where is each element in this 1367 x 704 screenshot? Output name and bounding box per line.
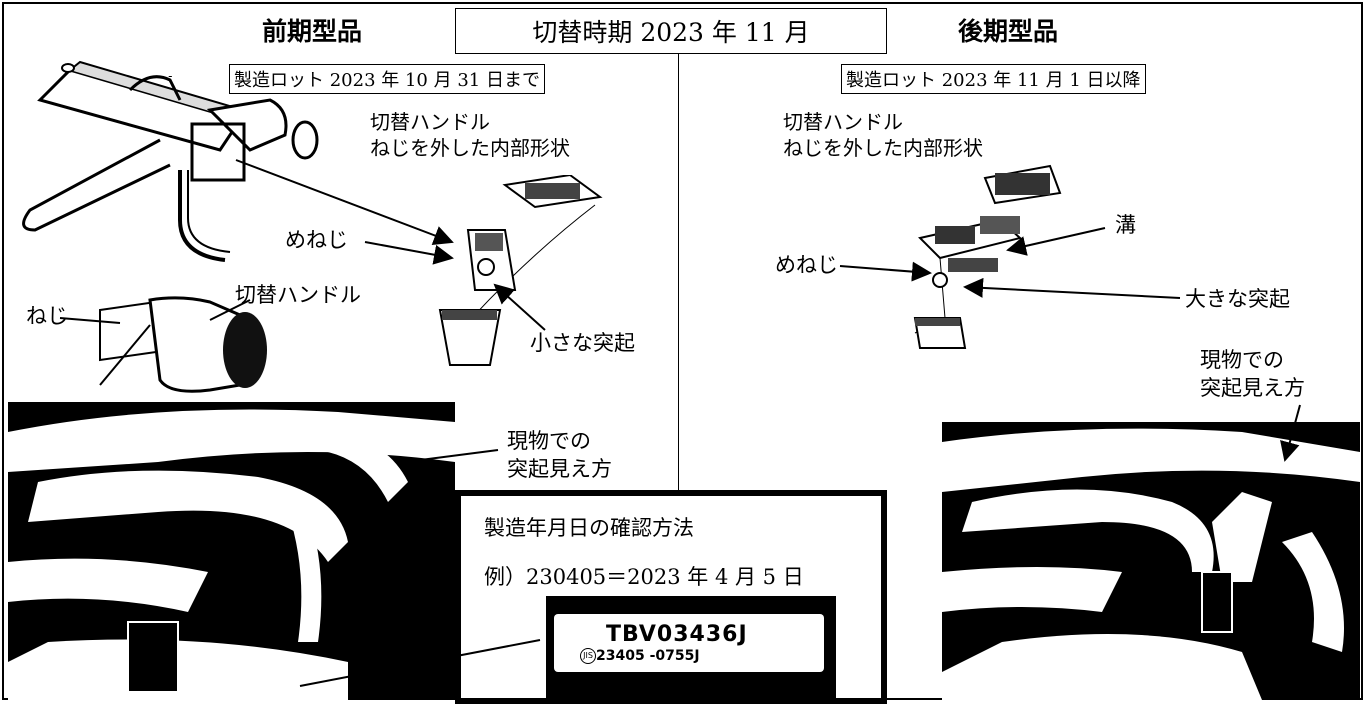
after-large-protrusion-label: 大きな突起 [1185, 287, 1290, 311]
screw-leader [59, 317, 121, 324]
after-large-protrusion-arrow [963, 277, 1181, 299]
switch-period-text: 切替時期 2023 年 11 月 [532, 18, 810, 47]
product-label-image: TBV03436J JIS 23405 -0755J [546, 596, 836, 701]
switch-handle-leader [209, 299, 251, 321]
before-actual-view-leader [404, 449, 499, 463]
after-actual-view-2: 突起見え方 [1200, 376, 1305, 400]
before-actual-view-1: 現物での [505, 428, 593, 456]
after-female-screw-arrow [839, 261, 932, 282]
faucet-illustration: - - [22, 60, 319, 262]
product-label-line1: TBV03436J [606, 622, 748, 647]
after-actual-view-arrow [1280, 404, 1301, 462]
before-internal-title-2: ねじを外した内部形状 [370, 136, 570, 160]
heading-after: 後期型品 [958, 17, 1059, 46]
after-actual-photo [942, 422, 1360, 700]
before-actual-view-2: 突起見え方 [505, 456, 614, 484]
after-groove-label: 溝 [1115, 213, 1136, 237]
after-actual-view-1: 現物での [1200, 348, 1284, 372]
column-divider [678, 44, 679, 700]
before-switch-handle-label: 切替ハンドル [235, 283, 361, 307]
date-check-example: 例）230405＝2023 年 4 月 5 日 [484, 565, 804, 589]
before-screw-label: ねじ [26, 304, 68, 328]
before-female-screw-arrow [364, 241, 454, 265]
after-internal-title-2: ねじを外した内部形状 [783, 136, 983, 160]
product-label-plate [554, 614, 824, 672]
jis-mark-icon: JIS [580, 648, 596, 664]
before-small-protrusion-arrow [493, 283, 546, 331]
date-check-box: 製造年月日の確認方法 例）230405＝2023 年 4 月 5 日 TBV03… [455, 490, 887, 704]
product-label-line2: 23405 -0755J [596, 648, 700, 664]
date-check-title: 製造年月日の確認方法 [484, 516, 694, 540]
before-internal-title-1: 切替ハンドル [370, 110, 490, 134]
before-small-protrusion-label: 小さな突起 [530, 331, 635, 355]
lot-before: 製造ロット 2023 年 10 月 31 日まで [229, 64, 545, 94]
before-handle-internal-illustration [438, 175, 603, 366]
heading-before: 前期型品 [262, 17, 363, 46]
before-actual-photo [8, 402, 455, 700]
label-location-leader [299, 639, 541, 687]
svg-text:- -: - - [160, 69, 172, 83]
after-internal-title-1: 切替ハンドル [783, 110, 903, 134]
after-female-screw-label: めねじ [775, 253, 838, 277]
switch-handle-illustration [99, 296, 267, 393]
before-female-screw-label: めねじ [285, 228, 348, 252]
switch-period-box: 切替時期 2023 年 11 月 [455, 8, 887, 54]
handle-to-detail-arrow [235, 159, 454, 245]
lot-after: 製造ロット 2023 年 11 月 1 日以降 [841, 64, 1146, 94]
after-handle-internal-illustration [913, 164, 1062, 349]
after-groove-arrow [1006, 227, 1106, 256]
